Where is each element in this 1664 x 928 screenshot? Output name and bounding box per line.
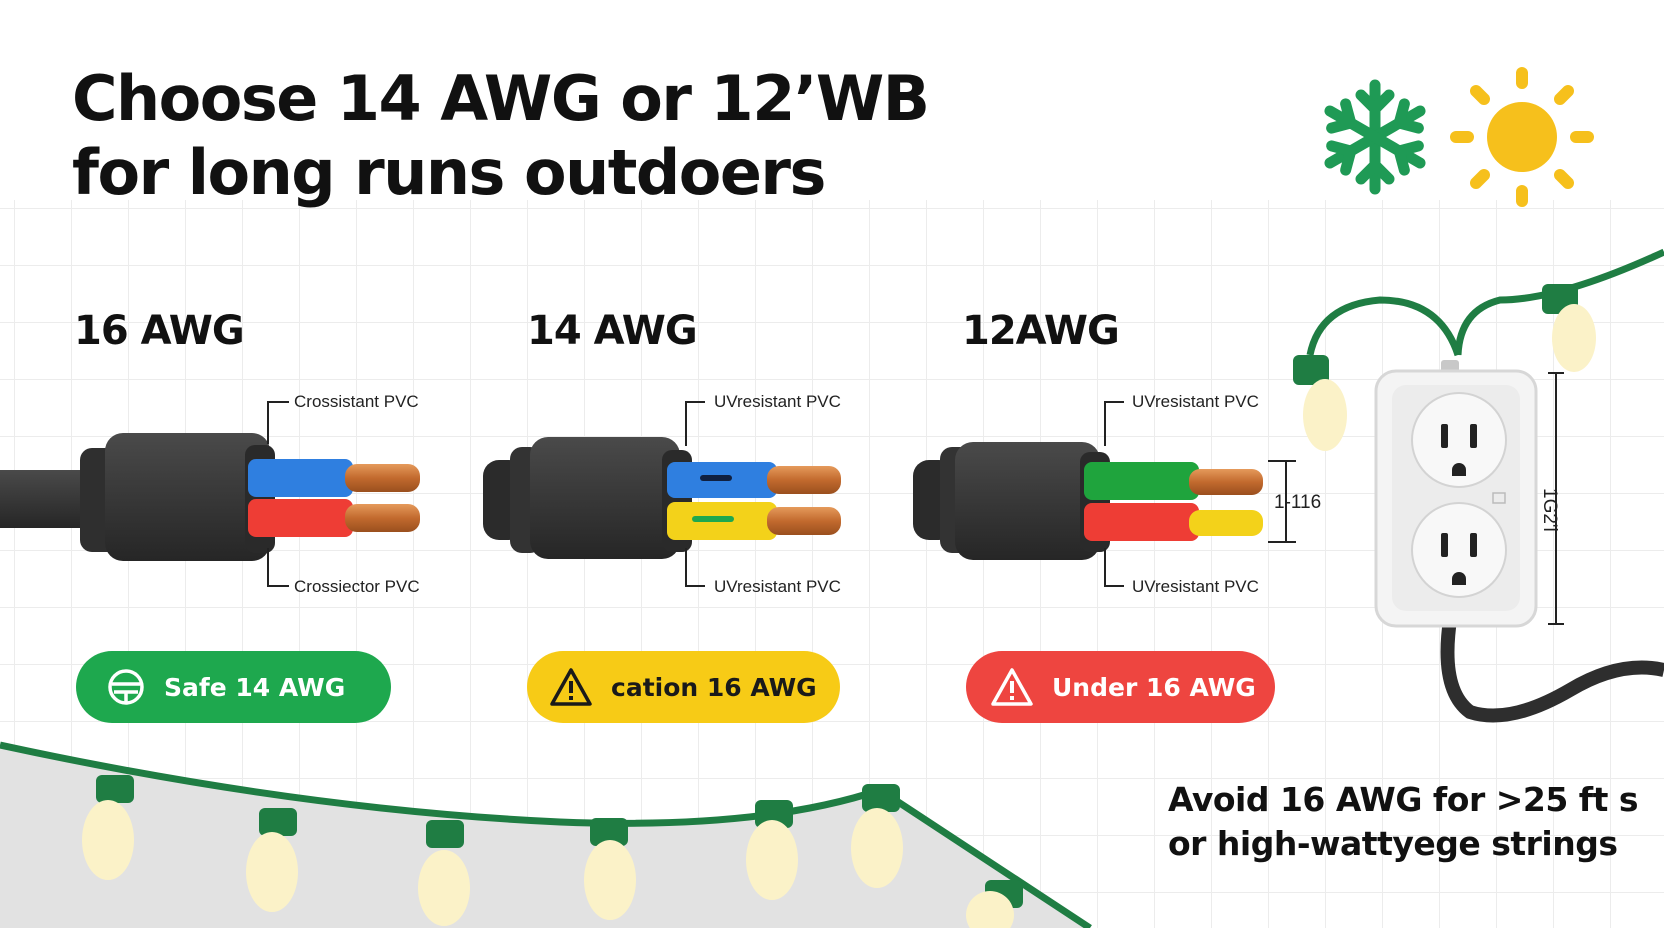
bulb (584, 818, 636, 920)
outlet (1374, 360, 1664, 723)
string-light-wire (0, 741, 1092, 928)
warning-icon (550, 668, 592, 706)
check-globe-icon (108, 669, 144, 705)
outlet-cord (1440, 619, 1664, 723)
warning-icon (991, 668, 1033, 706)
bulb (851, 784, 903, 888)
red-conductor (248, 499, 353, 537)
blue-conductor (248, 459, 353, 497)
snowflake-icon (1324, 79, 1426, 195)
bulb (966, 880, 1023, 928)
outlet-dimension-label: 1G2'l (1539, 488, 1560, 532)
sun-icon (1450, 67, 1594, 207)
badge-safe-label: Safe 14 AWG (164, 672, 346, 702)
socket (1411, 392, 1507, 488)
cable-16awg-top-label: Crossistant PVC (294, 392, 419, 411)
note-line-1: Avoid 16 AWG for >25 ft s (1168, 780, 1639, 819)
badge-caution: cation 16 AWG (527, 651, 840, 723)
string-light-wire (1306, 296, 1462, 357)
cable-14awg (483, 401, 841, 587)
title-line-2: for long runs outdoers (72, 136, 826, 209)
recommendation-note: Avoid 16 AWG for >25 ft s or high-wattye… (1168, 778, 1639, 866)
bulb (246, 808, 298, 912)
bulb (1542, 284, 1596, 372)
gauge-heading-14awg: 14 AWG (527, 308, 698, 354)
cable-16awg (0, 401, 420, 587)
bulb (746, 800, 798, 900)
cable-16awg-bottom-label: Crossiector PVC (294, 577, 420, 596)
cable-12awg (913, 401, 1296, 587)
badge-caution-label: cation 16 AWG (611, 672, 817, 702)
bottom-string-lights (0, 741, 1092, 928)
badge-under: Under 16 AWG (966, 651, 1275, 723)
string-light-wire (1454, 248, 1664, 356)
badge-safe: Safe 14 AWG (76, 651, 391, 723)
gauge-heading-16awg: 16 AWG (74, 308, 245, 354)
ground-area (0, 745, 1090, 928)
note-line-2: or high-wattyege strings (1168, 824, 1618, 863)
red-conductor (1084, 503, 1199, 541)
socket (1411, 502, 1507, 598)
cable-12awg-bottom-label: UVresistant PVC (1132, 577, 1259, 596)
cable-12awg-top-label: UVresistant PVC (1132, 392, 1259, 411)
cable-14awg-top-label: UVresistant PVC (714, 392, 841, 411)
gauge-heading-12awg: 12AWG (962, 308, 1120, 354)
cable-12awg-dimension-label: 1-116 (1274, 492, 1322, 513)
cable-14awg-bottom-label: UVresistant PVC (714, 577, 841, 596)
top-string-lights (1293, 248, 1664, 451)
bulb (82, 775, 134, 880)
title-line-1: Choose 14 AWG or 12’WB (72, 62, 930, 135)
bulb (418, 820, 470, 926)
badge-under-label: Under 16 AWG (1052, 672, 1256, 702)
page-title: Choose 14 AWG or 12’WB for long runs out… (72, 62, 930, 210)
green-conductor (1084, 462, 1199, 500)
bulb (1293, 355, 1347, 451)
